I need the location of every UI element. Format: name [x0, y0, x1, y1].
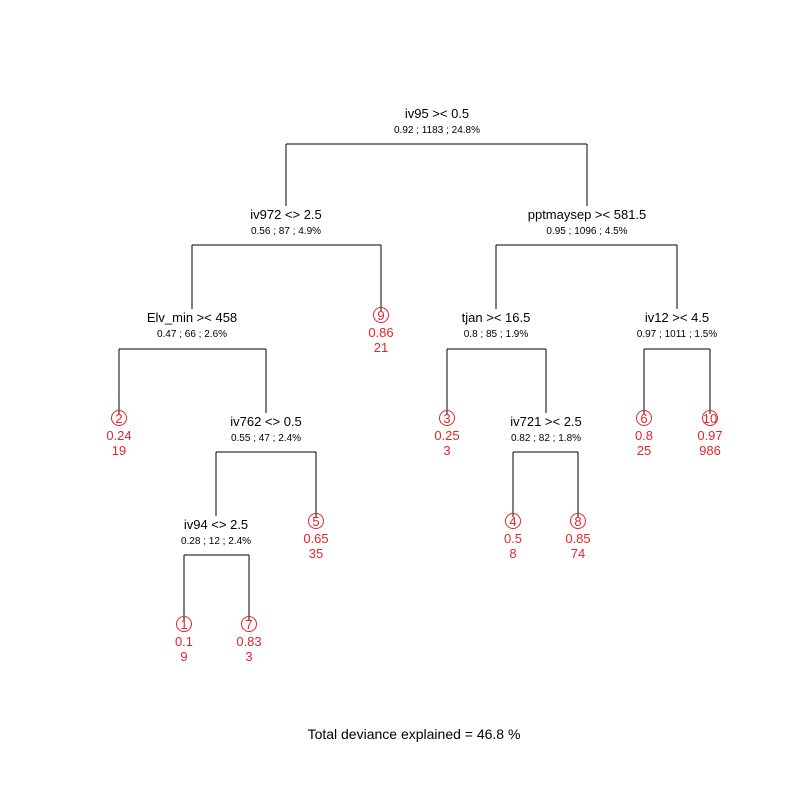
leaf-count: 21 — [374, 340, 388, 355]
leaf-number-circle — [241, 616, 257, 632]
leaf-count: 35 — [309, 546, 323, 561]
leaf-count: 3 — [443, 443, 450, 458]
split-stats-label: 0.55 ; 47 ; 2.4% — [231, 433, 301, 444]
leaf-value: 0.5 — [504, 531, 522, 546]
total-deviance-caption: Total deviance explained = 46.8 % — [308, 726, 521, 742]
leaf-number-circle — [373, 307, 389, 323]
leaf-number: 7 — [245, 617, 252, 632]
split-stats-label: 0.56 ; 87 ; 4.9% — [251, 226, 321, 237]
split-stats-label: 0.92 ; 1183 ; 24.8% — [394, 125, 480, 136]
split-rule-label: Elv_min >< 458 — [147, 310, 237, 325]
split-node: Elv_min >< 458 0.47 ; 66 ; 2.6% — [147, 310, 237, 340]
leaf-value: 0.86 — [368, 325, 393, 340]
split-node: iv721 >< 2.5 0.82 ; 82 ; 1.8% — [510, 414, 582, 444]
leaf-node: 10.19 — [175, 616, 193, 664]
split-stats-label: 0.97 ; 1011 ; 1.5% — [637, 329, 718, 340]
split-rule-label: iv94 <> 2.5 — [184, 517, 248, 532]
split-stats-label: 0.82 ; 82 ; 1.8% — [511, 433, 581, 444]
split-rule-label: iv12 >< 4.5 — [645, 310, 709, 325]
leaf-value: 0.25 — [434, 428, 459, 443]
split-stats-label: 0.28 ; 12 ; 2.4% — [181, 536, 251, 547]
split-rule-label: iv972 <> 2.5 — [250, 207, 322, 222]
leaf-number-circle — [702, 410, 718, 426]
split-node: tjan >< 16.5 0.8 ; 85 ; 1.9% — [462, 310, 531, 340]
leaf-value: 0.85 — [565, 531, 590, 546]
split-node: iv12 >< 4.5 0.97 ; 1011 ; 1.5% — [637, 310, 718, 340]
leaf-value: 0.97 — [697, 428, 722, 443]
leaf-count: 8 — [509, 546, 516, 561]
leaf-number: 6 — [640, 411, 647, 426]
leaf-value: 0.24 — [106, 428, 131, 443]
split-stats-label: 0.8 ; 85 ; 1.9% — [464, 329, 529, 340]
split-stats-label: 0.47 ; 66 ; 2.6% — [157, 329, 227, 340]
leaf-node: 7 0.833 — [236, 616, 262, 664]
leaf-count: 3 — [245, 649, 252, 664]
leaf-number: 10 — [703, 411, 717, 426]
leaf-count: 74 — [571, 546, 585, 561]
leaf-node: 30.253 — [434, 410, 460, 458]
split-node: iv94 <> 2.5 0.28 ; 12 ; 2.4% — [181, 517, 251, 547]
split-node: iv95 >< 0.5 0.92 ; 1183 ; 24.8% — [394, 106, 480, 136]
split-rule-label: tjan >< 16.5 — [462, 310, 531, 325]
leaf-value: 0.8 — [635, 428, 653, 443]
leaf-number: 9 — [377, 308, 384, 323]
split-node: iv972 <> 2.5 0.56 ; 87 ; 4.9% — [250, 207, 322, 237]
tree-nodes: iv95 >< 0.5 0.92 ; 1183 ; 24.8% iv972 <> 2… — [106, 106, 722, 664]
split-rule-label: iv721 >< 2.5 — [510, 414, 582, 429]
split-rule-label: iv95 >< 0.5 — [405, 106, 469, 121]
leaf-number-circle — [636, 410, 652, 426]
leaf-count: 25 — [637, 443, 651, 458]
leaf-number: 4 — [509, 514, 516, 529]
leaf-number-circle — [111, 410, 127, 426]
leaf-number: 2 — [115, 411, 122, 426]
leaf-number: 1 — [180, 617, 187, 632]
leaf-count: 9 — [180, 649, 187, 664]
tree-edges — [118, 143, 711, 620]
leaf-number: 3 — [443, 411, 450, 426]
leaf-count: 986 — [699, 443, 721, 458]
leaf-node: 6 0.825 — [635, 410, 653, 458]
leaf-number: 8 — [574, 514, 581, 529]
leaf-number-circle — [505, 513, 521, 529]
leaf-number-circle — [439, 410, 455, 426]
split-rule-label: iv762 <> 0.5 — [230, 414, 302, 429]
leaf-node: 40.58 — [504, 513, 522, 561]
split-node: pptmaysep >< 581.5 0.95 ; 1096 ; 4.5% — [528, 207, 647, 237]
split-rule-label: pptmaysep >< 581.5 — [528, 207, 647, 222]
split-stats-label: 0.95 ; 1096 ; 4.5% — [546, 226, 627, 237]
leaf-value: 0.65 — [303, 531, 328, 546]
leaf-number-circle — [308, 513, 324, 529]
leaf-value: 0.1 — [175, 634, 193, 649]
leaf-number-circle — [570, 513, 586, 529]
leaf-count: 19 — [112, 443, 126, 458]
leaf-number: 5 — [312, 514, 319, 529]
leaf-number-circle — [176, 616, 192, 632]
split-node: iv762 <> 0.5 0.55 ; 47 ; 2.4% — [230, 414, 302, 444]
leaf-value: 0.83 — [236, 634, 261, 649]
